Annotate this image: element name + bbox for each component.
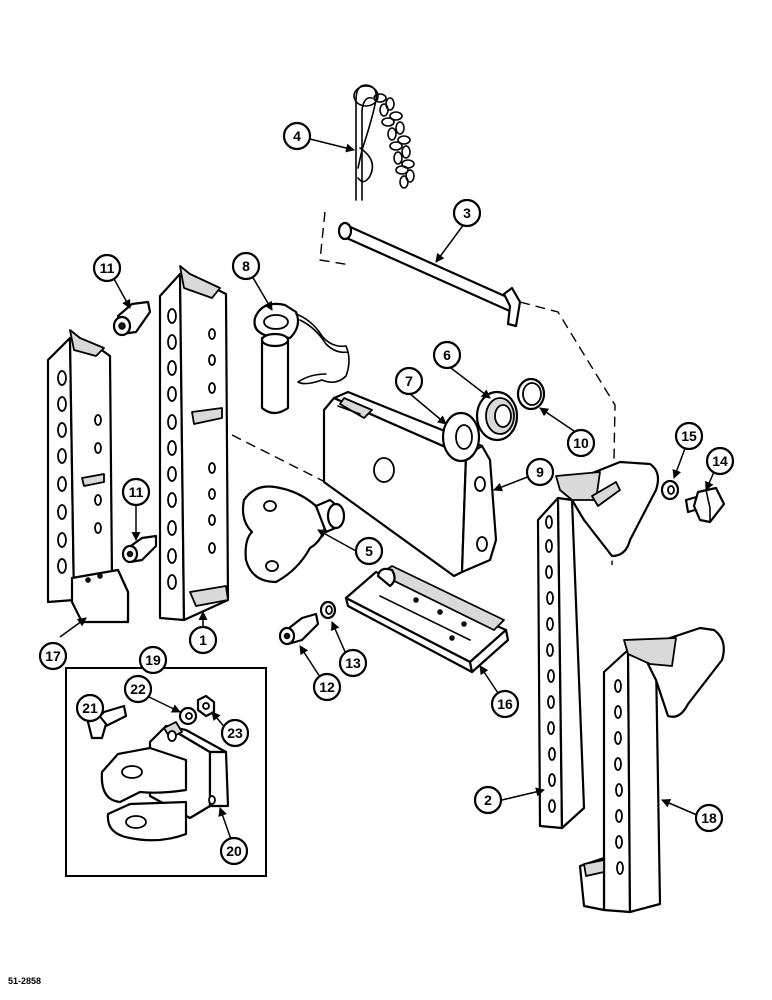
svg-text:2: 2 (484, 792, 492, 808)
swivel-clevis (241, 485, 346, 584)
callout-14: 14 (705, 446, 735, 476)
callout-21: 21 (75, 693, 105, 723)
svg-text:14: 14 (712, 453, 728, 469)
inset-box-pintle-assembly (65, 667, 267, 877)
washer-inset (178, 706, 198, 726)
pintle-hook (100, 721, 230, 842)
callout-6: 6 (432, 340, 462, 370)
svg-text:18: 18 (701, 810, 717, 826)
hex-nut-inset (196, 694, 216, 718)
svg-text:20: 20 (226, 843, 242, 859)
svg-text:6: 6 (443, 347, 451, 363)
r-clip-with-chain (353, 84, 415, 201)
svg-text:5: 5 (365, 543, 373, 559)
spacer-washer (441, 411, 481, 463)
callout-11-top: 11 (92, 253, 122, 283)
leader-lines (59, 138, 715, 846)
svg-text:21: 21 (82, 700, 98, 716)
flat-washer-small (319, 600, 337, 620)
snap-ring (516, 377, 546, 411)
callout-16: 16 (490, 689, 520, 719)
svg-text:16: 16 (497, 696, 513, 712)
mounting-plate-left (46, 329, 130, 624)
callout-1: 1 (188, 625, 218, 655)
callout-5: 5 (354, 536, 384, 566)
callout-10: 10 (566, 428, 596, 458)
svg-text:11: 11 (129, 484, 144, 500)
svg-text:10: 10 (573, 435, 589, 451)
callout-19: 19 (138, 645, 168, 675)
svg-text:12: 12 (319, 679, 335, 695)
hitch-plate (344, 565, 510, 674)
callout-18: 18 (694, 803, 724, 833)
svg-text:7: 7 (405, 373, 413, 389)
socket-head-bolt-top (112, 300, 152, 337)
svg-text:17: 17 (45, 648, 61, 664)
mounting-plate-right-front (536, 460, 660, 830)
socket-head-bolt-small (278, 612, 320, 646)
flat-washer-right (660, 479, 680, 501)
callout-13: 13 (338, 648, 368, 678)
svg-text:19: 19 (145, 652, 161, 668)
callout-22: 22 (123, 674, 153, 704)
svg-text:3: 3 (463, 205, 471, 221)
callout-4: 4 (282, 121, 312, 151)
mounting-plate-center (158, 265, 230, 622)
callout-8: 8 (231, 251, 261, 281)
hex-head-bolt (684, 486, 726, 524)
svg-text:15: 15 (681, 428, 697, 444)
svg-text:9: 9 (536, 464, 544, 480)
callout-15: 15 (674, 421, 704, 451)
bushing (475, 390, 519, 442)
mounting-plate-right-rear (578, 626, 725, 914)
callout-17: 17 (38, 641, 68, 671)
callout-23: 23 (220, 718, 250, 748)
svg-text:1: 1 (199, 632, 207, 648)
socket-head-bolt-lower (121, 534, 158, 564)
callout-2: 2 (473, 785, 503, 815)
callout-7: 7 (394, 366, 424, 396)
svg-text:23: 23 (227, 725, 243, 741)
callout-9: 9 (525, 457, 555, 487)
svg-text:11: 11 (100, 260, 115, 276)
hitch-pin-long (337, 221, 522, 328)
svg-text:13: 13 (345, 655, 361, 671)
svg-text:22: 22 (130, 681, 146, 697)
lynch-pin-with-chain (253, 302, 350, 415)
callout-12: 12 (312, 672, 342, 702)
svg-text:4: 4 (293, 128, 301, 144)
svg-text:8: 8 (242, 258, 250, 274)
callout-11-lower: 11 (121, 477, 151, 507)
drawing-reference-code: 51-2858 (8, 976, 42, 986)
callout-20: 20 (219, 836, 249, 866)
callout-3: 3 (452, 198, 482, 228)
